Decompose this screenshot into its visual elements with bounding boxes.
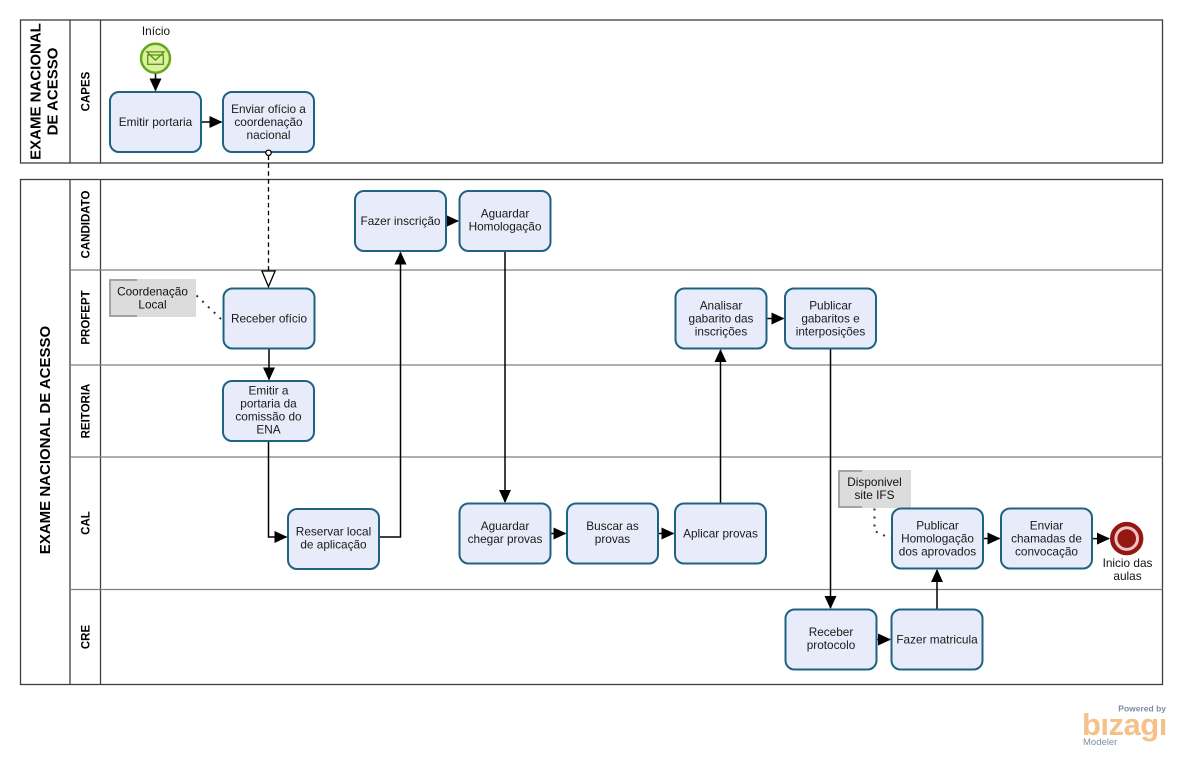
svg-text:Emitir portaria: Emitir portaria [119,115,193,129]
svg-text:CAL: CAL [81,511,93,535]
svg-text:PROFEPT: PROFEPT [81,290,93,344]
svg-text:CANDIDATO: CANDIDATO [81,190,93,258]
svg-text:Powered by: Powered by [1118,704,1166,714]
svg-text:DE ACESSO: DE ACESSO [45,47,62,135]
svg-text:Disponivel: Disponivel [847,475,901,489]
svg-text:aulas: aulas [1113,569,1141,583]
svg-text:Coordenação: Coordenação [117,285,188,299]
svg-text:site IFS: site IFS [855,488,895,502]
svg-text:EXAME NACIONAL: EXAME NACIONAL [28,23,45,160]
svg-text:Início: Início [142,24,171,38]
svg-text:Local: Local [138,298,166,312]
svg-text:Inicio das: Inicio das [1103,556,1153,570]
svg-text:Receber ofício: Receber ofício [231,312,308,326]
svg-text:CRE: CRE [81,625,93,650]
svg-text:Fazer matricula: Fazer matricula [896,633,978,647]
svg-text:Fazer inscrição: Fazer inscrição [361,214,441,228]
svg-text:Modeler: Modeler [1083,737,1117,748]
svg-text:EXAME NACIONAL DE ACESSO: EXAME NACIONAL DE ACESSO [37,325,54,554]
svg-text:REITORIA: REITORIA [81,384,93,439]
svg-text:bızagı: bızagı [1082,707,1167,742]
svg-text:Aplicar provas: Aplicar provas [683,527,758,541]
svg-text:CAPES: CAPES [81,71,93,111]
